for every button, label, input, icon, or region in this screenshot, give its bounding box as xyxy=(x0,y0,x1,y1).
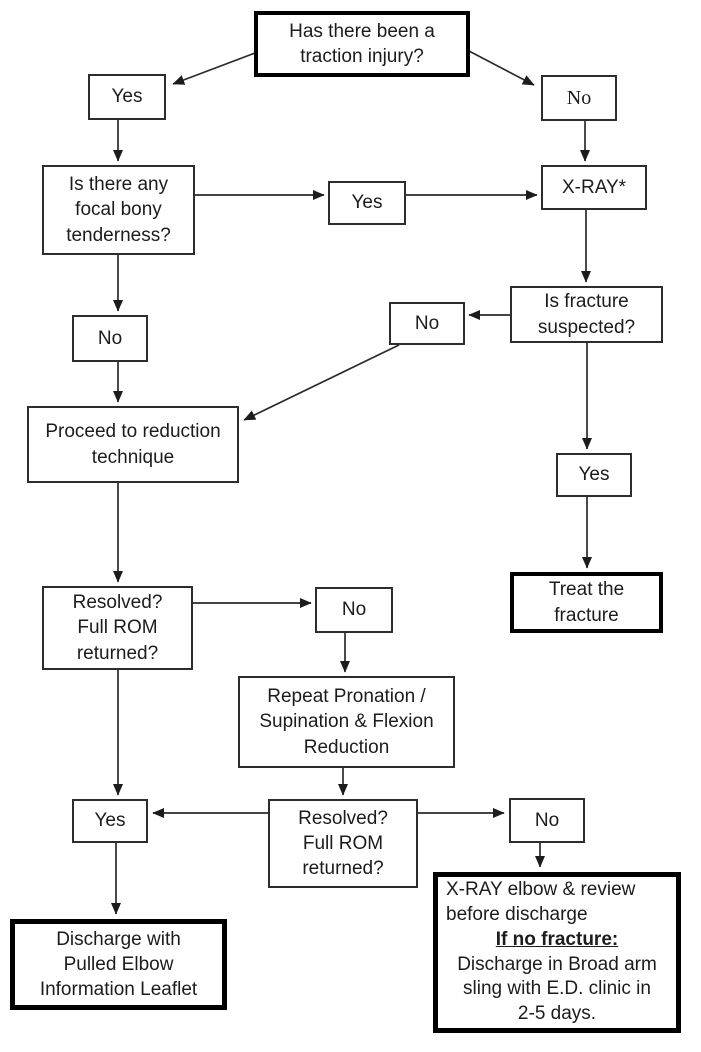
node-no-resolved-first-label: No xyxy=(341,599,367,621)
node-no-tenderness: No xyxy=(72,315,148,362)
node-no-traction-label: No xyxy=(566,86,592,109)
node-discharge-leaflet-label: Discharge with Pulled Elbow Information … xyxy=(39,928,198,1001)
node-repeat-reduction-label: Repeat Pronation / Supination & Flexion … xyxy=(259,686,434,758)
node-no-resolved-second-label: No xyxy=(534,809,560,831)
node-yes-tenderness: Yes xyxy=(328,181,406,225)
node-yes-resolved: Yes xyxy=(72,799,148,843)
node-xray-review: X-RAY elbow & review before discharge If… xyxy=(433,872,681,1033)
node-fracture-question: Is fracture suspected? xyxy=(510,286,663,343)
node-proceed-reduction: Proceed to reduction technique xyxy=(27,406,239,483)
node-no-tenderness-label: No xyxy=(97,327,123,349)
node-fracture-question-label: Is fracture suspected? xyxy=(537,291,636,338)
node-proceed-reduction-label: Proceed to reduction technique xyxy=(45,421,221,468)
node-no-resolved-first: No xyxy=(315,587,393,633)
node-resolved-second: Resolved? Full ROM returned? xyxy=(268,799,418,888)
node-yes-traction: Yes xyxy=(88,74,166,120)
node-xray-label: X-RAY* xyxy=(561,176,627,198)
node-treat-fracture: Treat the fracture xyxy=(510,572,663,633)
node-discharge-leaflet: Discharge with Pulled Elbow Information … xyxy=(10,919,227,1010)
node-resolved-first-label: Resolved? Full ROM returned? xyxy=(72,592,163,664)
node-treat-fracture-label: Treat the fracture xyxy=(548,579,625,626)
node-no-traction: No xyxy=(541,75,617,121)
node-yes-traction-label: Yes xyxy=(111,86,143,108)
node-traction-question-label: Has there been a traction injury? xyxy=(289,20,435,67)
node-traction-question: Has there been a traction injury? xyxy=(254,11,470,77)
arrow-traction-to-yes xyxy=(172,52,256,85)
node-resolved-second-label: Resolved? Full ROM returned? xyxy=(298,807,388,880)
arrow-traction-to-no xyxy=(468,50,535,86)
node-yes-tenderness-label: Yes xyxy=(351,192,383,214)
node-xray-review-condition: If no fracture: xyxy=(495,928,619,950)
node-xray: X-RAY* xyxy=(541,165,647,210)
arrow-no-fracture-to-proceed xyxy=(243,344,400,421)
node-tenderness-question-label: Is there any focal bony tenderness? xyxy=(66,174,171,246)
node-repeat-reduction: Repeat Pronation / Supination & Flexion … xyxy=(238,676,455,768)
node-yes-resolved-label: Yes xyxy=(94,810,126,832)
node-no-fracture: No xyxy=(389,302,465,345)
node-xray-review-intro: X-RAY elbow & review before discharge xyxy=(446,879,636,926)
node-yes-fracture-label: Yes xyxy=(578,464,610,486)
node-xray-review-instruction: Discharge in Broad arm sling with E.D. c… xyxy=(457,953,657,1024)
node-no-fracture-label: No xyxy=(414,312,440,334)
node-tenderness-question: Is there any focal bony tenderness? xyxy=(42,165,195,255)
node-no-resolved-second: No xyxy=(509,798,585,843)
node-yes-fracture: Yes xyxy=(556,453,632,497)
node-resolved-first: Resolved? Full ROM returned? xyxy=(42,586,193,670)
